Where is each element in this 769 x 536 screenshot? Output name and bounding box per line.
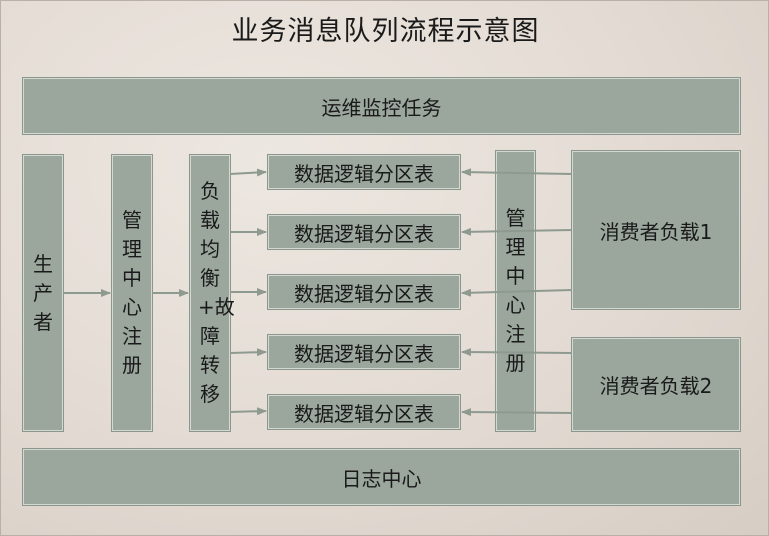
registry-left-label: 管理中心注册: [122, 208, 142, 377]
partition-label-3: 数据逻辑分区表: [294, 281, 434, 306]
arrow-balance-to-partition-1: [229, 168, 267, 177]
load-balance-label: 负载均衡+故障转移: [198, 179, 235, 406]
arrow-balance-to-partition-4: [229, 348, 267, 357]
partition-table-3: 数据逻辑分区表: [268, 275, 460, 309]
partition-table-4: 数据逻辑分区表: [268, 335, 460, 369]
partition-table-2: 数据逻辑分区表: [268, 215, 460, 249]
producer-label: 生产者: [33, 251, 53, 334]
producer-box: 生产者: [23, 155, 63, 431]
registry-right-box: 管理中心注册: [496, 151, 535, 431]
ops-monitor-box: 运维监控任务: [23, 78, 740, 134]
load-balance-box: 负载均衡+故障转移: [190, 155, 235, 431]
log-center-label: 日志中心: [341, 466, 422, 491]
partition-table-5: 数据逻辑分区表: [268, 395, 460, 429]
partition-label-4: 数据逻辑分区表: [294, 341, 434, 366]
log-center-box: 日志中心: [23, 449, 740, 505]
arrow-balance-to-partition-5: [229, 407, 267, 416]
partition-label-1: 数据逻辑分区表: [294, 161, 434, 186]
consumer-1-label: 消费者负载1: [599, 219, 713, 244]
registry-right-label: 管理中心注册: [505, 206, 526, 375]
registry-left-box: 管理中心注册: [112, 155, 152, 431]
ops-monitor-label: 运维监控任务: [321, 95, 442, 120]
partition-label-2: 数据逻辑分区表: [294, 221, 434, 246]
consumer-2-label: 消费者负载2: [599, 374, 713, 398]
partition-label-5: 数据逻辑分区表: [294, 401, 434, 426]
partition-table-1: 数据逻辑分区表: [268, 155, 460, 189]
consumer-2-box: 消费者负载2: [572, 338, 740, 431]
consumer-1-box: 消费者负载1: [572, 151, 740, 309]
diagram-title: 业务消息队列流程示意图: [231, 16, 540, 47]
